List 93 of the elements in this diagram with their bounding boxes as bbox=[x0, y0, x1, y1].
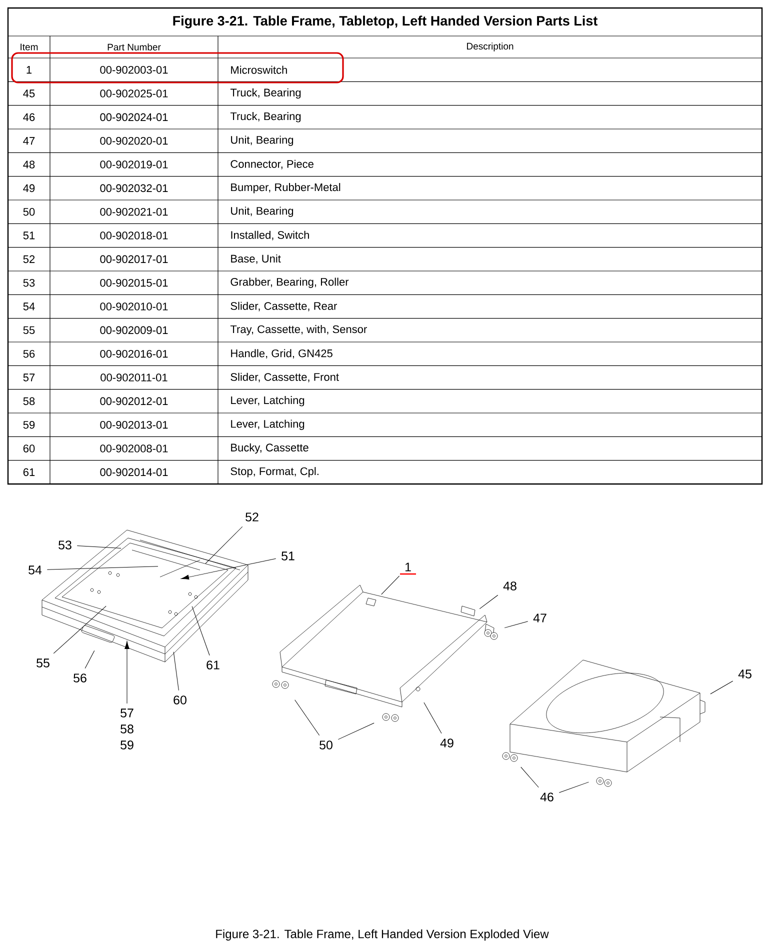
part-number: 00-902020-01 bbox=[100, 136, 168, 145]
leader-line bbox=[181, 558, 276, 580]
leader-line bbox=[558, 782, 589, 793]
item-number: 60 bbox=[23, 444, 35, 452]
part-description: Lever, Latching bbox=[231, 396, 304, 406]
leader-line bbox=[46, 566, 158, 570]
part-description: Bumper, Rubber-Metal bbox=[231, 183, 340, 194]
part-number: 00-902014-01 bbox=[100, 468, 168, 476]
item-number: 48 bbox=[23, 160, 35, 168]
part-number: 00-902021-01 bbox=[100, 208, 168, 216]
item-number: 59 bbox=[23, 420, 35, 429]
callout-number: 56 bbox=[74, 674, 86, 682]
part-description: Slider, Cassette, Rear bbox=[230, 302, 337, 312]
part-description: Connector, Piece bbox=[230, 160, 314, 170]
callout-number: 45 bbox=[738, 670, 752, 678]
callout-number: 53 bbox=[58, 540, 72, 550]
leader-line bbox=[710, 680, 734, 694]
part-description: Bucky, Cassette bbox=[231, 443, 308, 454]
callout-numbers: 57 58 59 bbox=[120, 708, 134, 750]
part-description: Microswitch bbox=[231, 66, 287, 74]
part-number: 00-902016-01 bbox=[100, 350, 168, 358]
item-number: 46 bbox=[23, 113, 35, 122]
part-description: Stop, Format, Cpl. bbox=[230, 467, 318, 478]
part-number: 00-902019-01 bbox=[100, 160, 168, 168]
part-number: 00-902018-01 bbox=[100, 232, 168, 240]
callout-number: 61 bbox=[206, 660, 220, 670]
leader-line bbox=[84, 650, 95, 669]
item-number: 53 bbox=[23, 278, 35, 287]
callout-number: 1 bbox=[405, 562, 411, 572]
leader-line bbox=[381, 576, 400, 595]
item-number: 58 bbox=[23, 397, 35, 406]
leader-line bbox=[479, 594, 498, 610]
column-header: Description bbox=[467, 42, 514, 52]
leader-line bbox=[53, 606, 106, 654]
part-number: 00-902025-01 bbox=[100, 90, 168, 98]
leader-line bbox=[424, 702, 442, 734]
item-number: 57 bbox=[23, 374, 35, 382]
part-number: 00-902010-01 bbox=[100, 302, 168, 310]
leader-line bbox=[205, 526, 243, 564]
item-number: 55 bbox=[23, 326, 35, 334]
leader-line bbox=[520, 766, 539, 788]
item-number: 52 bbox=[23, 255, 35, 264]
leader-line bbox=[192, 606, 210, 656]
leader-line bbox=[173, 652, 179, 691]
part-description: Base, Unit bbox=[231, 254, 281, 264]
callout-number: 54 bbox=[28, 566, 42, 574]
item-number: 51 bbox=[23, 232, 35, 240]
part-number: 00-902009-01 bbox=[100, 326, 168, 334]
callout-number: 48 bbox=[503, 582, 516, 590]
part-description: Lever, Latching bbox=[231, 420, 304, 430]
part-description: Grabber, Bearing, Roller bbox=[230, 278, 349, 288]
part-number: 00-902011-01 bbox=[100, 374, 168, 382]
part-number: 00-902015-01 bbox=[100, 278, 168, 287]
part-description: Handle, Grid, GN425 bbox=[231, 349, 332, 359]
part-number: 00-902008-01 bbox=[100, 444, 168, 452]
part-description: Slider, Cassette, Front bbox=[230, 372, 339, 382]
callout-number: 52 bbox=[246, 512, 258, 522]
part-number: 00-902003-01 bbox=[100, 66, 168, 74]
item-number: 56 bbox=[23, 350, 35, 358]
part-description: Tray, Cassette, with, Sensor bbox=[230, 325, 367, 336]
item-number: 49 bbox=[23, 184, 35, 192]
column-header: Item bbox=[20, 44, 38, 50]
part-description: Installed, Switch bbox=[231, 230, 309, 240]
part-number: 00-902013-01 bbox=[100, 420, 168, 429]
part-number: 00-902024-01 bbox=[100, 113, 168, 122]
callout-number: 51 bbox=[282, 552, 294, 560]
callout-number: 60 bbox=[174, 696, 186, 704]
leader-line bbox=[294, 700, 320, 736]
part-description: Unit, Bearing bbox=[231, 136, 294, 146]
callout-number: 55 bbox=[36, 658, 50, 668]
part-description: Truck, Bearing bbox=[230, 88, 301, 99]
callout-number: 50 bbox=[320, 740, 332, 750]
figure-caption: Figure 3-21. Table Frame, Left Handed Version Exploded View bbox=[216, 929, 549, 941]
part-number: 00-902017-01 bbox=[100, 255, 168, 264]
callout-number: 49 bbox=[440, 738, 454, 748]
item-number: 1 bbox=[26, 66, 32, 74]
leader-line bbox=[76, 545, 122, 549]
item-number: 50 bbox=[23, 208, 35, 216]
item-number: 47 bbox=[23, 137, 35, 145]
item-number: 54 bbox=[23, 302, 35, 310]
callout-number: 47 bbox=[533, 614, 546, 622]
item-number: 61 bbox=[23, 468, 35, 476]
leader-line bbox=[504, 621, 528, 628]
column-header: Part Number bbox=[108, 44, 161, 50]
part-number: 00-902012-01 bbox=[100, 397, 168, 406]
table-title: Figure 3-21. Table Frame, Tabletop, Left Handed Version Parts List bbox=[173, 16, 598, 28]
leader-line bbox=[338, 722, 374, 740]
leader-line bbox=[124, 641, 130, 704]
part-description: Unit, Bearing bbox=[231, 206, 294, 217]
part-number: 00-902032-01 bbox=[100, 184, 168, 192]
part-description: Truck, Bearing bbox=[230, 112, 301, 122]
callout-number: 46 bbox=[540, 792, 554, 802]
item-number: 45 bbox=[23, 90, 35, 98]
